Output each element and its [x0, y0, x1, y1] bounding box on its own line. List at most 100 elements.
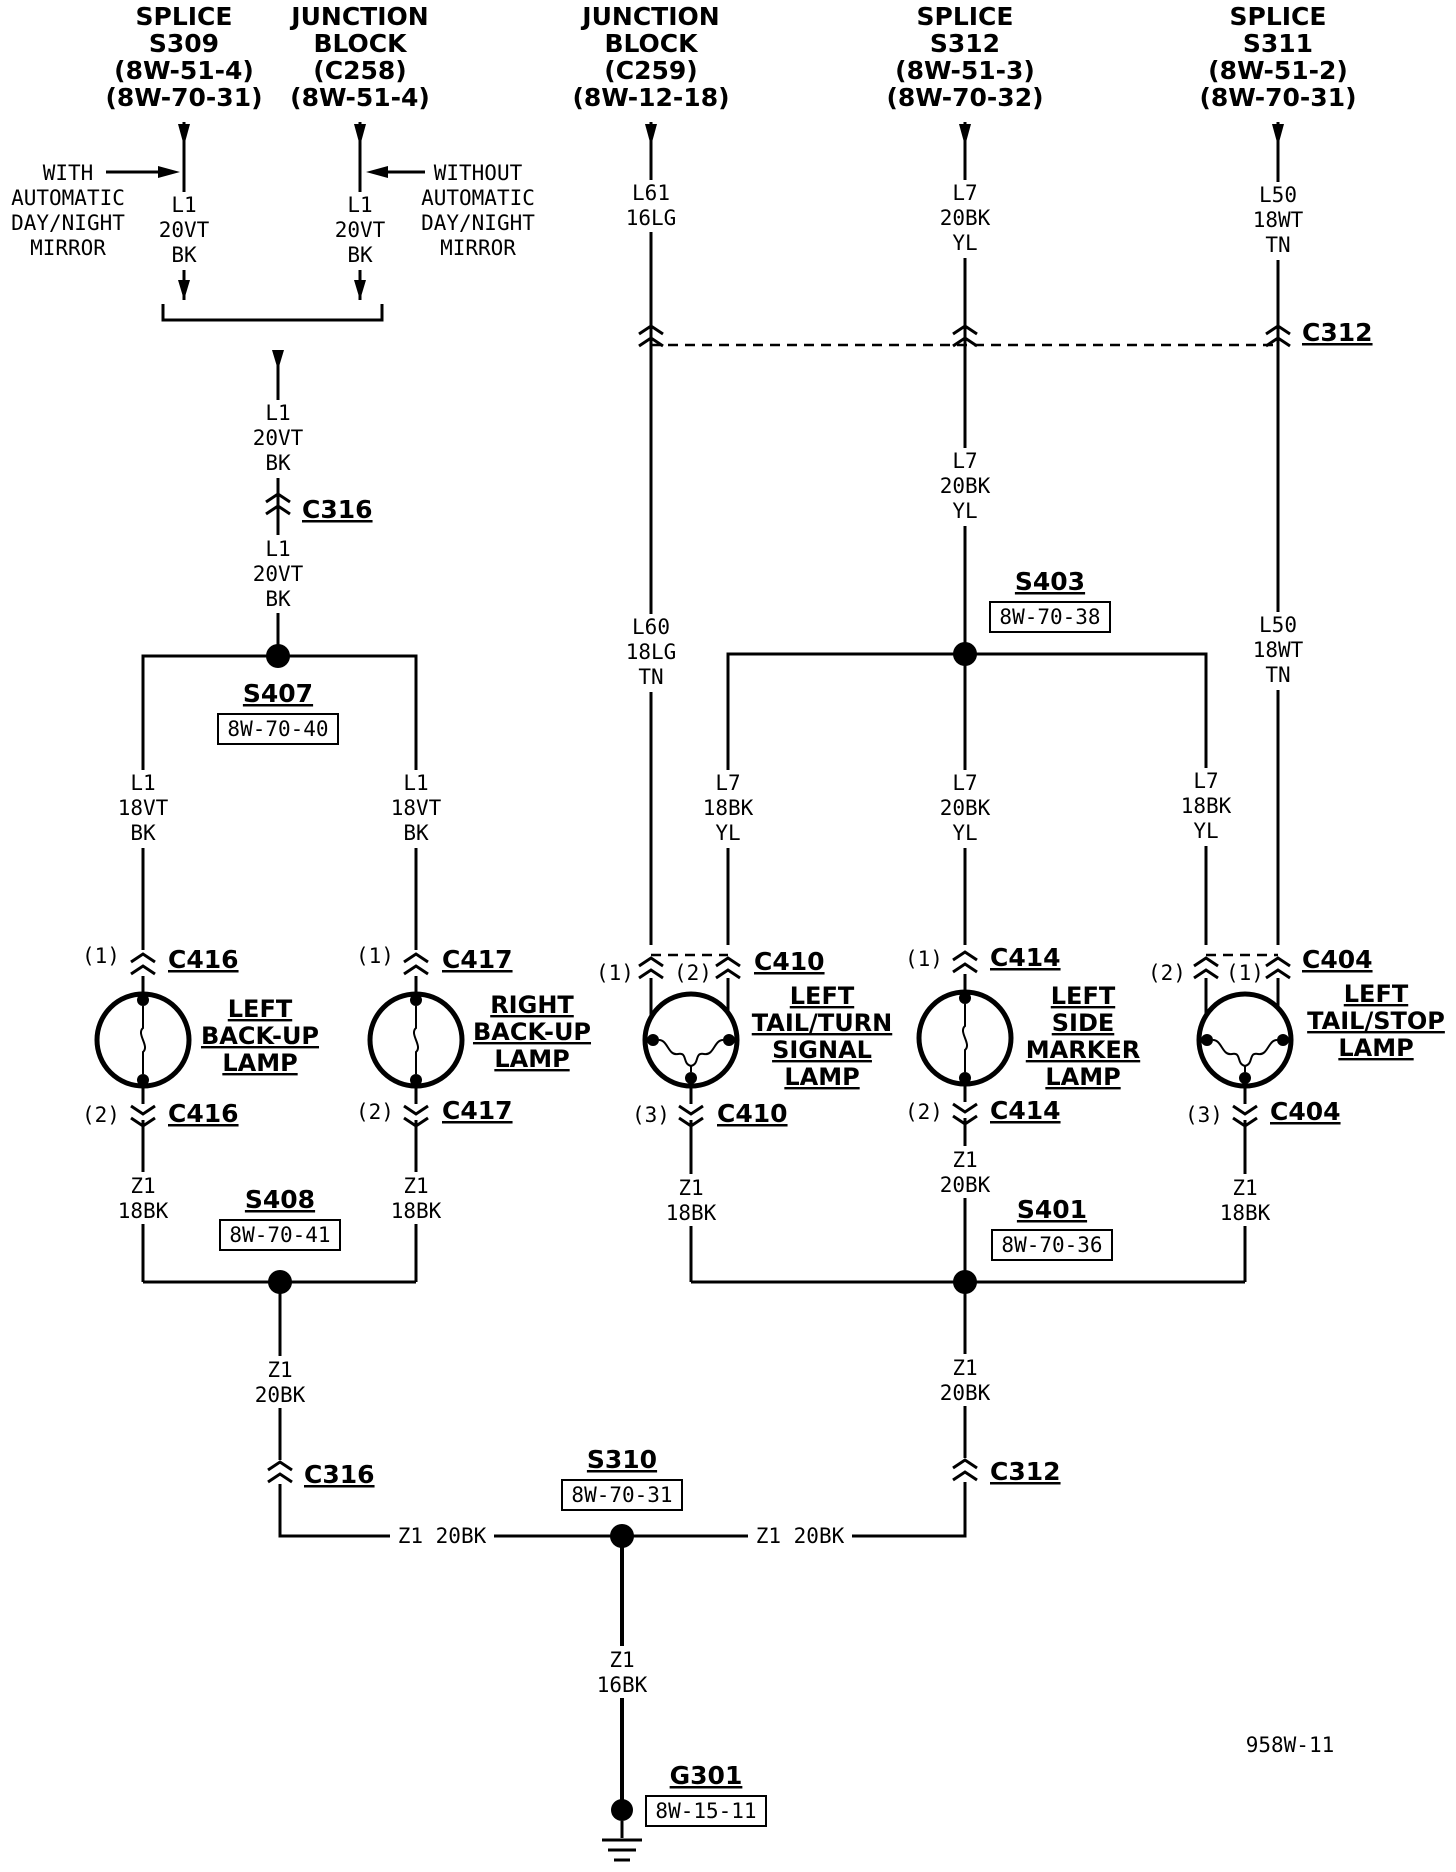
connector-label-c417: C417 [442, 1096, 513, 1125]
figure-id: 958W-11 [1246, 1733, 1335, 1757]
lamp-label-line: TAIL/STOP [1307, 1007, 1445, 1035]
pin-label: (1) [82, 944, 120, 968]
ref-box [219, 1219, 341, 1251]
pin-label: (1) [1226, 961, 1264, 985]
wire-label-line: Z1 [609, 1648, 634, 1672]
wire-label-line: 18BK [1181, 794, 1232, 818]
wire-label-line: YL [952, 821, 977, 845]
ground-label-g301: G301 [670, 1761, 743, 1790]
ref-box [217, 713, 339, 745]
ref-box [991, 1229, 1113, 1261]
connector-icon [267, 1460, 293, 1484]
lamp-label-line: LEFT [1344, 980, 1409, 1008]
connector-label-c316: C316 [304, 1460, 375, 1489]
wire-label-line: Z1 [1232, 1176, 1257, 1200]
wire-label-line: 16BK [597, 1673, 648, 1697]
note-line: AUTOMATIC [11, 186, 125, 210]
wire-label-line: L50 [1259, 613, 1297, 637]
wire-label-z1-tailstop: Z1 18BK [1215, 1174, 1275, 1226]
wire-label-line: Z1 [130, 1174, 155, 1198]
wire-label-line: TN [638, 665, 663, 689]
wire-label-l7-mid: L7 20BK YL [935, 448, 995, 526]
header-line: (8W-51-3) [895, 56, 1035, 85]
wire-label-line: Z1 [678, 1176, 703, 1200]
wire-label-z1-tailturn: Z1 18BK [661, 1174, 721, 1226]
header-line: SPLICE [136, 2, 233, 31]
wire-label-z1-left-backup: Z1 18BK [113, 1172, 173, 1224]
lamp-label-line: MARKER [1026, 1036, 1140, 1064]
wire-label-z1-h-right: Z1 20BK [748, 1522, 852, 1550]
wire-label-line: Z1 [267, 1358, 292, 1382]
wire-label-l50-bottom: L50 18WT TN [1248, 612, 1308, 690]
lamp-label-line: LAMP [1338, 1034, 1413, 1062]
pin-label: (2) [356, 1100, 394, 1124]
wire-label-line: 18BK [666, 1201, 717, 1225]
wire-label-line: L50 [1259, 183, 1297, 207]
note-line: WITHOUT [434, 161, 523, 185]
lamp-label-line: LEFT [228, 995, 293, 1023]
note-line: MIRROR [440, 236, 516, 260]
splice-label-s403: S403 [1015, 567, 1085, 596]
ref-box [561, 1479, 683, 1511]
wire-label-l1-left: L1 18VT BK [113, 770, 173, 848]
pin-label: (3) [632, 1103, 670, 1127]
wire-label-line: L1 [403, 771, 428, 795]
splice-ref-s408: 8W-70-41 [229, 1223, 330, 1247]
wire-label-line: 18VT [391, 796, 442, 820]
wire-label-z1-marker: Z1 20BK [935, 1146, 995, 1198]
wire-label-line: L7 [952, 181, 977, 205]
header-line: SPLICE [1230, 2, 1327, 31]
splice-dot-s407 [266, 644, 290, 668]
wire-label-line: L7 [1193, 769, 1218, 793]
splice-ref-s407: 8W-70-40 [227, 717, 328, 741]
ref-box [989, 601, 1111, 633]
mirror-note-without: WITHOUT AUTOMATIC DAY/NIGHT MIRROR [421, 161, 535, 260]
ground-ref-g301: 8W-15-11 [655, 1799, 756, 1823]
splice-ref-s401: 8W-70-36 [1001, 1233, 1102, 1257]
wire-label-line: 20BK [940, 796, 991, 820]
wire-label-line: Z1 20BK [756, 1524, 845, 1548]
wire-label-line: YL [1193, 819, 1218, 843]
header-splice-s309: SPLICE S309 (8W-51-4) (8W-70-31) [105, 2, 262, 112]
wire-label-line: L1 [265, 401, 290, 425]
wire-label-line: L1 [130, 771, 155, 795]
wire-label-line: Z1 20BK [398, 1524, 487, 1548]
wire-label-l7-left: L7 18BK YL [698, 770, 758, 848]
header-line: S309 [149, 29, 219, 58]
wire-label-line: BK [265, 451, 291, 475]
connector-label-c414: C414 [990, 943, 1061, 972]
header-line: (8W-51-4) [114, 56, 254, 85]
wire-label-line: 20VT [253, 562, 304, 586]
ground-icon [602, 1821, 642, 1862]
connector-label-c410: C410 [754, 947, 825, 976]
lamp-label-line: LAMP [222, 1049, 297, 1077]
wire-label-z1-s408-down: Z1 20BK [250, 1356, 310, 1408]
wire-label-line: 20BK [940, 1381, 991, 1405]
header-line: (8W-12-18) [572, 83, 729, 112]
wire-label-line: YL [952, 499, 977, 523]
wire-label-z1-h-left: Z1 20BK [390, 1522, 494, 1550]
header-line: JUNCTION [580, 2, 719, 31]
note-line: MIRROR [30, 236, 106, 260]
wire-label-l60: L60 18LG TN [621, 614, 681, 692]
wire-label-line: 20VT [335, 218, 386, 242]
header-splice-s311: SPLICE S311 (8W-51-2) (8W-70-31) [1199, 2, 1356, 112]
connector-label-c316: C316 [302, 495, 373, 524]
ref-box [645, 1795, 767, 1827]
pin-label: (1) [356, 944, 394, 968]
pin-label: (2) [1148, 961, 1186, 985]
wire-label-line: 18BK [1220, 1201, 1271, 1225]
wire-label-l7-right: L7 18BK YL [1176, 768, 1236, 846]
header-line: (C259) [604, 56, 697, 85]
note-line: DAY/NIGHT [11, 211, 125, 235]
header-line: (C258) [313, 56, 406, 85]
splice-label-s401: S401 [1017, 1195, 1087, 1224]
connector-icon [952, 1458, 978, 1482]
wire-label-l61: L61 16LG [621, 180, 681, 232]
connector-icon [638, 324, 1291, 348]
pin-label: (2) [905, 1100, 943, 1124]
pin-label: (2) [82, 1103, 120, 1127]
wire-label-line: 16LG [626, 206, 677, 230]
lamp-label-line: LEFT [790, 982, 855, 1010]
